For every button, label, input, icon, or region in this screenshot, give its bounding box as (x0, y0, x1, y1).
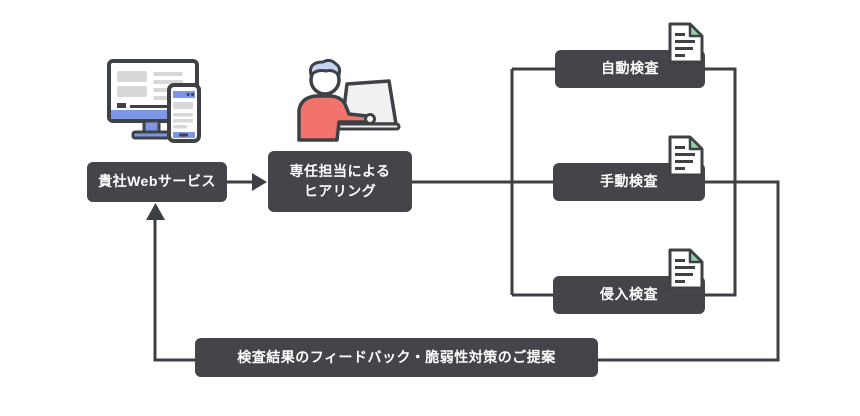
monitor-dark-dash (117, 103, 126, 108)
monitor-base (131, 130, 172, 140)
document-text-line (675, 280, 685, 283)
smartphone-content-block (173, 102, 193, 109)
smartphone-text-line (173, 113, 193, 117)
document-text-line (675, 54, 685, 57)
node-feedback-label: 検査結果のフィードバック・脆弱性対策のご提案 (237, 348, 556, 365)
connector-feedback-to-webservice (153, 218, 195, 362)
document-text-line (675, 33, 685, 36)
arrowhead-into-hearing (252, 173, 267, 191)
smartphone-text-line (173, 119, 193, 123)
person-body (297, 94, 369, 142)
smartphone-text-line (173, 125, 187, 129)
monitor-content-block (117, 71, 147, 82)
document-text-line (675, 146, 685, 149)
smartphone-camera-dot (186, 93, 190, 96)
document-fold (688, 135, 704, 151)
document-text-line (675, 167, 685, 170)
smartphone-camera-dot (191, 93, 194, 96)
monitor-stand (142, 119, 161, 134)
node-hearing-label: 専任担当による ヒアリング (289, 162, 391, 199)
smartphone-home-button (179, 133, 188, 137)
document-text-line (675, 47, 693, 50)
node-webservice: 貴社Webサービス (87, 162, 227, 202)
node-intrusion-inspection-label: 侵入検査 (600, 286, 658, 303)
document-fold (688, 22, 704, 38)
node-hearing: 専任担当による ヒアリング (268, 151, 412, 212)
person-at-laptop-icon (297, 58, 401, 142)
monitor-content-block (117, 86, 147, 97)
arrowhead-into-webservice (146, 203, 165, 220)
connector-auto-intrusion-join (705, 67, 737, 297)
person-hand (364, 113, 376, 125)
document-text-line (675, 153, 695, 156)
document-text-line (675, 40, 695, 43)
monitor-dark-line (130, 105, 182, 108)
node-auto-inspection-label: 自動検査 (601, 60, 659, 77)
document-text-line (675, 160, 693, 163)
person-hair (309, 58, 342, 77)
report-document-icon (668, 135, 704, 177)
monitor-text-line (153, 72, 183, 76)
monitor-taskbar (111, 110, 195, 119)
report-document-icon (668, 248, 704, 290)
node-webservice-label: 貴社Webサービス (98, 173, 216, 190)
document-text-line (675, 259, 685, 262)
desktop-and-smartphone-icon (107, 59, 201, 143)
node-feedback: 検査結果のフィードバック・脆弱性対策のご提案 (195, 338, 598, 377)
node-manual-inspection-label: 手動検査 (600, 173, 658, 190)
report-document-icon (668, 22, 704, 64)
document-fold (688, 248, 704, 264)
document-text-line (675, 273, 693, 276)
smartphone-topbar (173, 91, 195, 98)
document-text-line (675, 266, 695, 269)
